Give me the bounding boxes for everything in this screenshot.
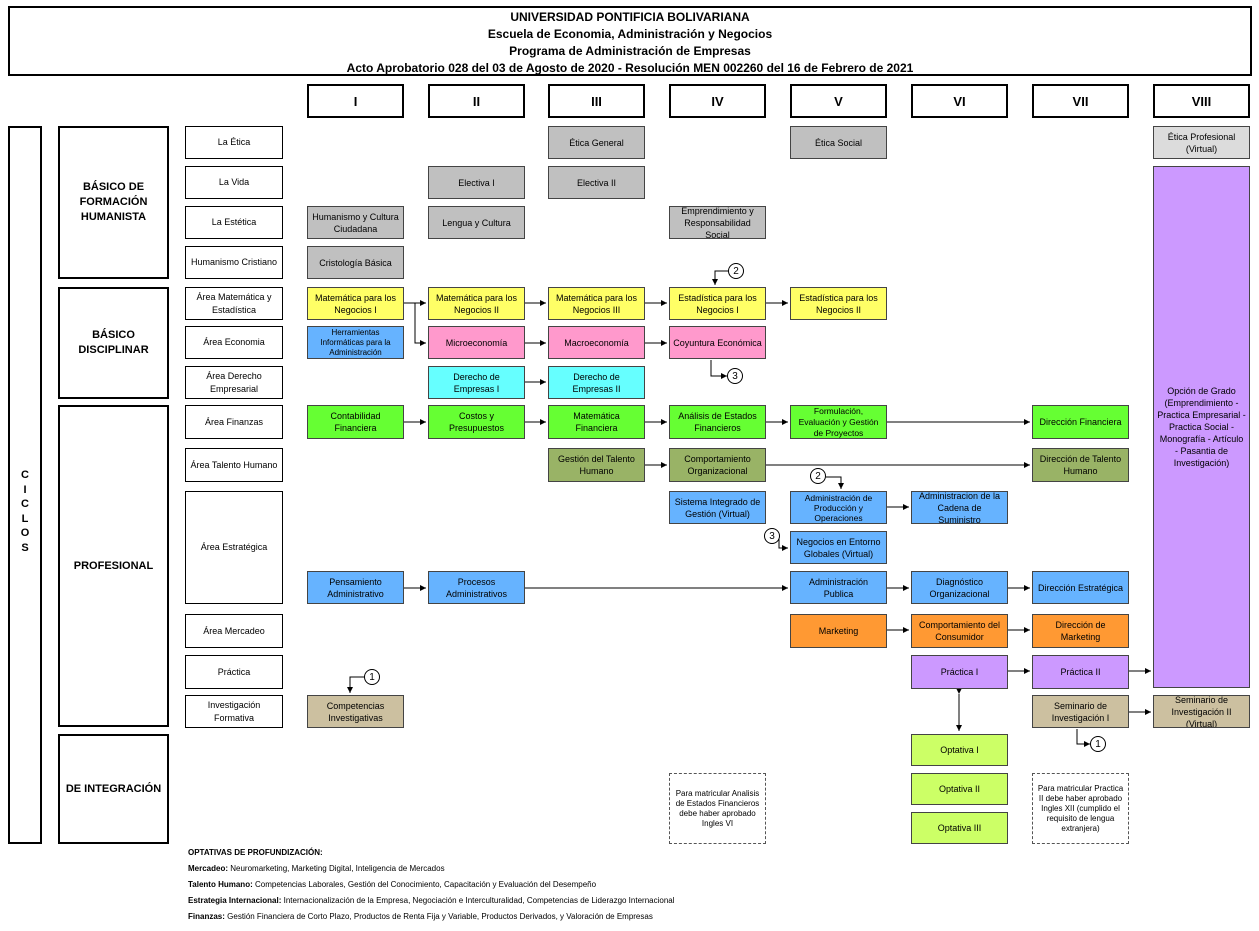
ciclos-column: C I C L O S <box>8 126 42 844</box>
course-etica-profesional[interactable]: Ética Profesional (Virtual) <box>1153 126 1250 159</box>
area-etica: La Ética <box>185 126 283 159</box>
marker-1: 1 <box>364 669 380 685</box>
university-name: UNIVERSIDAD PONTIFICIA BOLIVARIANA <box>510 10 750 24</box>
course-matematica-2[interactable]: Matemática para los Negocios II <box>428 287 525 320</box>
course-cristologia[interactable]: Cristología Básica <box>307 246 404 279</box>
course-lengua-cultura[interactable]: Lengua y Cultura <box>428 206 525 239</box>
school-name: Escuela de Economia, Administración y Ne… <box>487 27 773 41</box>
course-seminario-1[interactable]: Seminario de Investigación I <box>1032 695 1129 728</box>
cycle-integracion: DE INTEGRACIÓN <box>58 734 169 844</box>
course-estadistica-2[interactable]: Estadística para los Negocios II <box>790 287 887 320</box>
area-estetica: La Estética <box>185 206 283 239</box>
semester-header-8: VIII <box>1153 84 1250 118</box>
footer-mercadeo: Mercadeo: Neuromarketing, Marketing Digi… <box>188 864 445 873</box>
course-etica-social[interactable]: Ética Social <box>790 126 887 159</box>
footer-estrategia: Estrategia Internacional: Internacionali… <box>188 896 675 905</box>
footer-finanzas: Finanzas: Gestión Financiera de Corto Pl… <box>188 912 653 921</box>
course-optativa-3[interactable]: Optativa III <box>911 812 1008 844</box>
course-opcion-grado[interactable]: Opción de Grado (Emprendimiento - Practi… <box>1153 166 1250 688</box>
area-mercadeo: Área Mercadeo <box>185 614 283 648</box>
course-direccion-marketing[interactable]: Dirección de Marketing <box>1032 614 1129 648</box>
course-matematica-3[interactable]: Matemática para los Negocios III <box>548 287 645 320</box>
area-practica: Práctica <box>185 655 283 689</box>
area-investigacion: Investigación Formativa <box>185 695 283 728</box>
semester-header-3: III <box>548 84 645 118</box>
page-header: UNIVERSIDAD PONTIFICIA BOLIVARIANA Escue… <box>8 6 1252 76</box>
course-marketing[interactable]: Marketing <box>790 614 887 648</box>
course-estadistica-1[interactable]: Estadística para los Negocios I <box>669 287 766 320</box>
course-macroeconomia[interactable]: Macroeconomía <box>548 326 645 359</box>
semester-header-5: V <box>790 84 887 118</box>
course-emprendimiento[interactable]: Emprendimiento y Responsabilidad Social <box>669 206 766 239</box>
course-adm-publica[interactable]: Administración Publica <box>790 571 887 604</box>
cycle-humanista: BÁSICO DE FORMACIÓN HUMANISTA <box>58 126 169 279</box>
course-optativa-1[interactable]: Optativa I <box>911 734 1008 766</box>
course-etica-general[interactable]: Ética General <box>548 126 645 159</box>
footer-talento: Talento Humano: Competencias Laborales, … <box>188 880 597 889</box>
area-talento: Área Talento Humano <box>185 448 283 482</box>
course-humanismo-cultura[interactable]: Humanismo y Cultura Ciudadana <box>307 206 404 239</box>
area-economia: Área Economia <box>185 326 283 359</box>
program-name: Programa de Administración de Empresas <box>509 44 751 58</box>
course-derecho-2[interactable]: Derecho de Empresas II <box>548 366 645 399</box>
marker-1: 1 <box>1090 736 1106 752</box>
marker-2: 2 <box>728 263 744 279</box>
marker-2: 2 <box>810 468 826 484</box>
note-practica: Para matricular Practica II debe haber a… <box>1032 773 1129 844</box>
area-finanzas: Área Finanzas <box>185 405 283 439</box>
course-seminario-2[interactable]: Seminario de Investigación II (Virtual) <box>1153 695 1250 728</box>
semester-header-2: II <box>428 84 525 118</box>
cycle-profesional: PROFESIONAL <box>58 405 169 727</box>
approval-act: Acto Aprobatorio 028 del 03 de Agosto de… <box>346 61 914 75</box>
course-comportamiento-org[interactable]: Comportamiento Organizacional <box>669 448 766 482</box>
cycle-disciplinar: BÁSICO DISCIPLINAR <box>58 287 169 399</box>
area-derecho: Área Derecho Empresarial <box>185 366 283 399</box>
course-comportamiento-consumidor[interactable]: Comportamiento del Consumidor <box>911 614 1008 648</box>
course-formulacion[interactable]: Formulación, Evaluación y Gestión de Pro… <box>790 405 887 439</box>
semester-header-1: I <box>307 84 404 118</box>
ciclos-label: C I C L O S <box>20 469 30 554</box>
course-procesos[interactable]: Procesos Administrativos <box>428 571 525 604</box>
semester-header-6: VI <box>911 84 1008 118</box>
course-costos[interactable]: Costos y Presupuestos <box>428 405 525 439</box>
semester-header-7: VII <box>1032 84 1129 118</box>
area-matematica: Área Matemática y Estadística <box>185 287 283 320</box>
course-contabilidad[interactable]: Contabilidad Financiera <box>307 405 404 439</box>
course-analisis-ef[interactable]: Análisis de Estados Financieros <box>669 405 766 439</box>
marker-3: 3 <box>764 528 780 544</box>
course-derecho-1[interactable]: Derecho de Empresas I <box>428 366 525 399</box>
course-gestion-talento[interactable]: Gestión del Talento Humano <box>548 448 645 482</box>
course-sistema-integrado[interactable]: Sistema Integrado de Gestión (Virtual) <box>669 491 766 524</box>
course-pensamiento[interactable]: Pensamiento Administrativo <box>307 571 404 604</box>
course-herramientas[interactable]: Herramientas Informáticas para la Admini… <box>307 326 404 359</box>
course-coyuntura[interactable]: Coyuntura Económica <box>669 326 766 359</box>
course-matematica-1[interactable]: Matemática para los Negocios I <box>307 287 404 320</box>
course-optativa-2[interactable]: Optativa II <box>911 773 1008 805</box>
course-negocios-globales[interactable]: Negocios en Entorno Globales (Virtual) <box>790 531 887 564</box>
course-electiva-1[interactable]: Electiva I <box>428 166 525 199</box>
area-vida: La Vida <box>185 166 283 199</box>
course-microeconomia[interactable]: Microeconomía <box>428 326 525 359</box>
course-competencias[interactable]: Competencias Investigativas <box>307 695 404 728</box>
note-analisis: Para matricular Analisis de Estados Fina… <box>669 773 766 844</box>
semester-header-4: IV <box>669 84 766 118</box>
course-cadena-suministro[interactable]: Administracion de la Cadena de Suministr… <box>911 491 1008 524</box>
course-matematica-financiera[interactable]: Matemática Financiera <box>548 405 645 439</box>
course-diagnostico[interactable]: Diagnóstico Organizacional <box>911 571 1008 604</box>
footer-title: OPTATIVAS DE PROFUNDIZACIÓN: <box>188 848 323 857</box>
area-estrategica: Área Estratégica <box>185 491 283 604</box>
course-direccion-financiera[interactable]: Dirección Financiera <box>1032 405 1129 439</box>
course-practica-1[interactable]: Práctica I <box>911 655 1008 689</box>
course-electiva-2[interactable]: Electiva II <box>548 166 645 199</box>
course-direccion-estrategica[interactable]: Dirección Estratégica <box>1032 571 1129 604</box>
marker-3: 3 <box>727 368 743 384</box>
course-practica-2[interactable]: Práctica II <box>1032 655 1129 689</box>
course-direccion-talento[interactable]: Dirección de Talento Humano <box>1032 448 1129 482</box>
course-adm-produccion[interactable]: Administración de Producción y Operacion… <box>790 491 887 524</box>
area-humanismo: Humanismo Cristiano <box>185 246 283 279</box>
